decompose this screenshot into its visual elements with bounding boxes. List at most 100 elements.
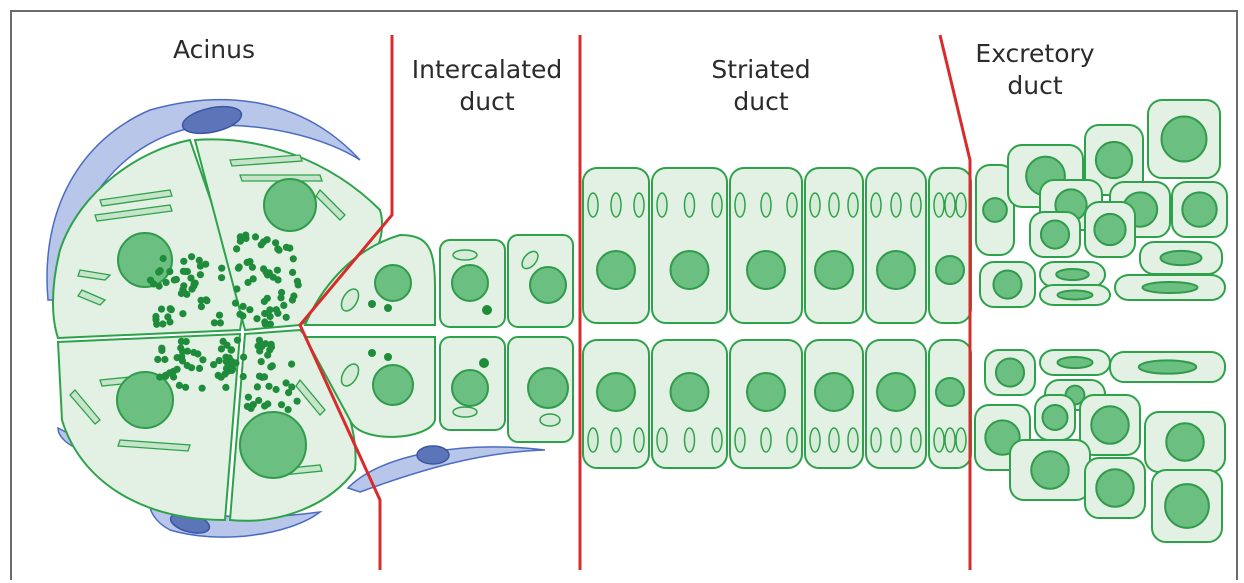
secretory-granule	[261, 402, 268, 409]
mitochondrion	[634, 193, 644, 217]
excretory-nucleus	[1162, 117, 1207, 162]
striated-nucleus	[671, 373, 709, 411]
secretory-granule	[158, 306, 165, 313]
mitochondrion	[810, 193, 820, 217]
secretory-granule	[218, 274, 225, 281]
secretory-granule	[232, 300, 239, 307]
secretory-granule	[266, 346, 273, 353]
striated-cell	[866, 168, 926, 323]
secretory-granule	[288, 361, 295, 368]
secretory-granule	[273, 386, 280, 393]
secretory-granule	[294, 398, 301, 405]
secretory-granule	[199, 356, 206, 363]
secretory-granule	[171, 276, 178, 283]
secretory-granule	[199, 385, 206, 392]
excretory-nucleus	[1139, 360, 1197, 373]
mitochondrion	[735, 428, 745, 452]
secretory-granule	[239, 312, 246, 319]
secretory-granule	[244, 259, 251, 266]
secretory-granule	[202, 261, 209, 268]
mitochondrion	[848, 428, 858, 452]
secretory-granule	[235, 265, 242, 272]
secretory-granule	[255, 397, 262, 404]
intercalated-nucleus	[452, 370, 488, 406]
secretory-granule	[252, 233, 259, 240]
excretory-nucleus	[1091, 406, 1129, 444]
secretory-granule	[160, 255, 167, 262]
mitochondrion	[657, 428, 667, 452]
striated-nucleus	[815, 373, 853, 411]
secretory-granule	[266, 306, 273, 313]
secretory-granule	[147, 277, 154, 284]
excretory-nucleus	[1096, 142, 1132, 178]
excretory-nucleus	[1094, 214, 1125, 245]
mitochondrion	[735, 193, 745, 217]
striated-cell	[583, 168, 649, 323]
secretory-granule	[216, 312, 223, 319]
secretory-granule	[246, 306, 253, 313]
excretory-nucleus	[1058, 357, 1093, 368]
secretory-granule	[264, 271, 271, 278]
striated-nucleus	[597, 373, 635, 411]
secretory-granule	[166, 268, 173, 275]
excretory-nucleus	[1166, 423, 1204, 461]
striated-duct-section	[583, 168, 971, 468]
striated-cell	[652, 168, 727, 323]
mitochondrion	[956, 193, 966, 217]
secretory-granule	[158, 347, 165, 354]
secretory-granule	[253, 315, 260, 322]
mitochondrion	[685, 428, 695, 452]
acinar-nucleus	[117, 372, 173, 428]
excretory-nucleus	[996, 358, 1024, 386]
mitochondrion	[911, 193, 921, 217]
mitochondrion	[657, 193, 667, 217]
secretory-granule	[258, 343, 265, 350]
secretory-granule	[278, 401, 285, 408]
secretory-granule	[254, 383, 261, 390]
mitochondrion	[588, 428, 598, 452]
secretory-granule	[167, 305, 174, 312]
secretory-granule	[265, 383, 272, 390]
striated-cell	[805, 168, 863, 323]
striated-nucleus	[877, 373, 915, 411]
excretory-nucleus	[1143, 282, 1198, 293]
striated-nucleus	[936, 256, 964, 284]
secretory-granule	[157, 267, 164, 274]
excretory-nucleus	[1031, 451, 1069, 489]
excretory-nucleus	[1058, 291, 1093, 300]
secretory-granule	[280, 302, 287, 309]
intercalated-nucleus	[373, 365, 413, 405]
secretory-granule	[289, 269, 296, 276]
secretory-granule	[183, 338, 190, 345]
striated-nucleus	[747, 251, 785, 289]
intercalated-nucleus	[528, 368, 568, 408]
excretory-nucleus	[1043, 405, 1068, 430]
secretory-granule	[256, 373, 263, 380]
intercalated-duct-label: Intercalated duct	[402, 54, 572, 118]
acinar-nucleus	[264, 179, 316, 231]
secretory-granule	[283, 244, 290, 251]
secretory-granule	[269, 362, 276, 369]
striated-duct-label: Striated duct	[696, 54, 826, 118]
mitochondrion	[712, 193, 722, 217]
striated-nucleus	[671, 251, 709, 289]
mitochondrion	[871, 428, 881, 452]
mitochondrion	[685, 193, 695, 217]
secretory-granule	[182, 268, 189, 275]
mitochondrion	[829, 428, 839, 452]
secretory-granule	[249, 264, 256, 271]
secretory-granule	[290, 255, 297, 262]
secretory-granule	[274, 276, 281, 283]
secretory-granule	[218, 265, 225, 272]
mitochondrion	[945, 428, 955, 452]
intercalated-nucleus	[530, 267, 566, 303]
mitochondrion	[829, 193, 839, 217]
acinus-label: Acinus	[164, 34, 264, 66]
mitochondrion	[787, 428, 797, 452]
mitochondrion	[787, 193, 797, 217]
secretory-granule	[244, 279, 251, 286]
secretory-granule	[285, 406, 292, 413]
striated-cell	[730, 168, 802, 323]
excretory-nucleus	[993, 270, 1021, 298]
secretory-granule	[245, 394, 252, 401]
